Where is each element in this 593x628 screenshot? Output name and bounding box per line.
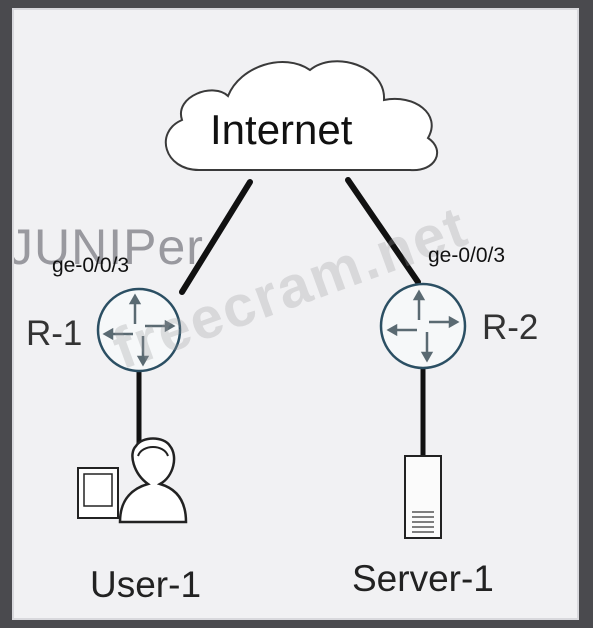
link-internet-r2 xyxy=(345,177,421,285)
router-r1-label: R-1 xyxy=(26,314,83,353)
link-internet-r1 xyxy=(179,179,253,295)
juniper-watermark: JUNIPer xyxy=(12,219,204,275)
server-1-label: Server-1 xyxy=(352,558,494,599)
router-r1-icon xyxy=(96,287,182,373)
user-workstation-icon xyxy=(77,437,188,524)
diagram-canvas: JUNIPer freecram.net Internet ge-0/0/3 g… xyxy=(12,8,579,620)
topology-graphic xyxy=(77,60,467,539)
router-r2-icon xyxy=(379,282,467,370)
internet-label: Internet xyxy=(210,106,353,153)
r2-interface-label: ge-0/0/3 xyxy=(428,244,506,267)
server-icon xyxy=(404,455,442,539)
user-1-label: User-1 xyxy=(90,564,202,605)
cloud-icon xyxy=(164,60,439,172)
r1-interface-label: ge-0/0/3 xyxy=(52,254,130,277)
router-r2-label: R-2 xyxy=(482,308,539,347)
